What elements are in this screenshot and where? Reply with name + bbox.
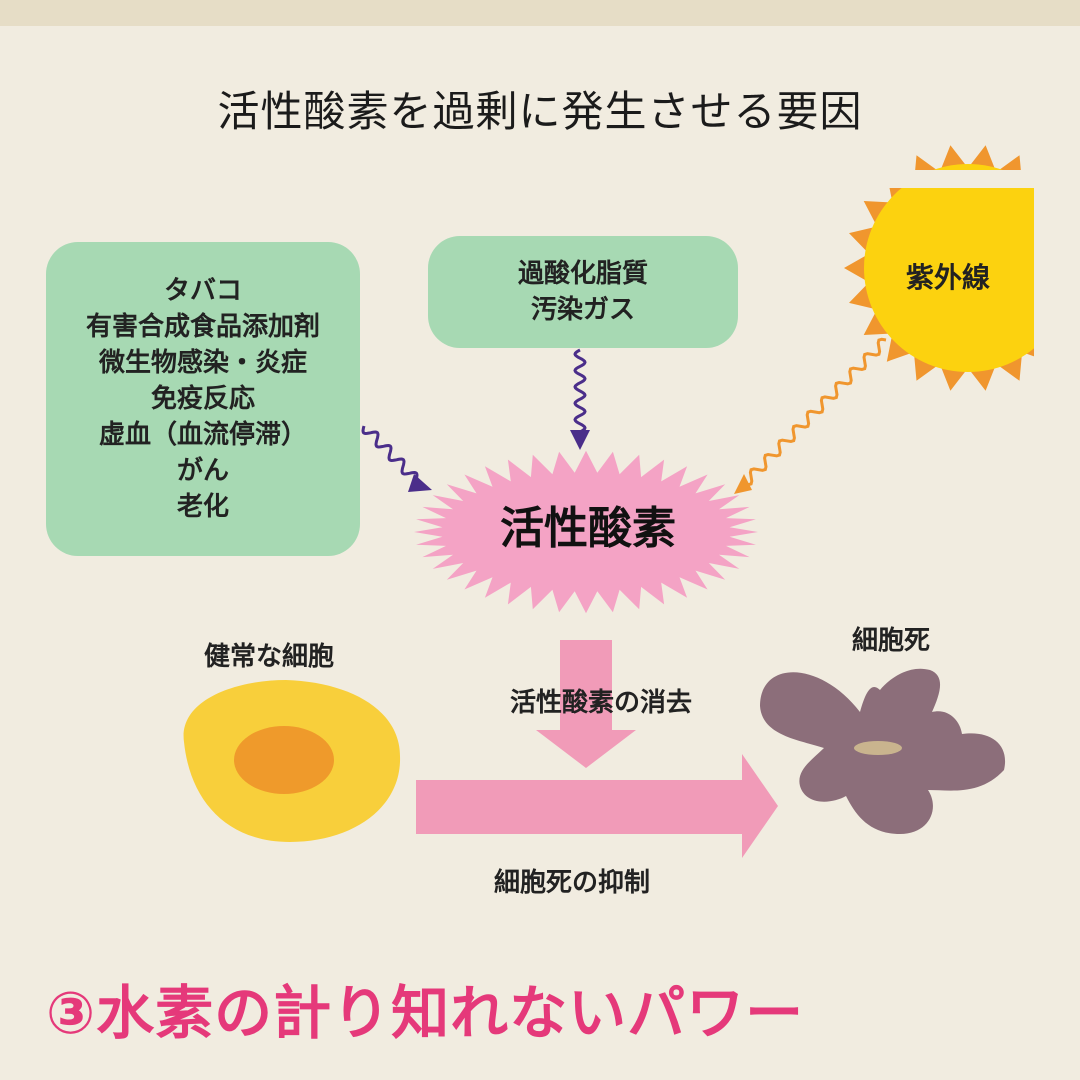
cell-death-label: 細胞死 [852,626,931,656]
causes-box-middle: 過酸化脂質 汚染ガス [428,236,738,348]
causes-box-left: タバコ 有害合成食品添加剤 微生物感染・炎症 免疫反応 虚血（血流停滞） がん … [46,242,360,556]
cause-item: 微生物感染・炎症 [98,348,307,378]
elimination-label: 活性酸素の消去 [510,688,693,718]
footer-heading: ③水素の計り知れないパワー [46,979,805,1047]
right-arrow [416,754,778,858]
cause-item: 老化 [176,492,229,522]
cause-item: 有害合成食品添加剤 [85,312,320,342]
sun-icon [844,145,1080,391]
healthy-cell-label: 健常な細胞 [204,642,335,672]
ultraviolet-label: 紫外線 [906,261,991,294]
down-arrow [536,640,636,768]
top-bar [0,0,1080,26]
reactive-oxygen-burst [414,450,758,614]
page-title: 活性酸素を過剰に発生させる要因 [217,87,863,136]
wavy-arrow-sun [734,337,887,494]
cause-item: 虚血（血流停滞） [98,420,307,450]
wavy-arrow-left [361,425,432,492]
cause-item: タバコ [163,276,242,306]
suppression-label: 細胞死の抑制 [494,868,651,898]
cause-item: がん [176,456,229,486]
cause-item: 免疫反応 [150,384,255,414]
cause-item: 汚染ガス [530,295,635,325]
cause-item: 過酸化脂質 [517,259,648,289]
wavy-arrow-mid [570,348,590,450]
reactive-oxygen-label: 活性酸素 [500,503,676,554]
dead-cell-icon [760,668,1006,834]
healthy-cell-icon [183,680,401,842]
